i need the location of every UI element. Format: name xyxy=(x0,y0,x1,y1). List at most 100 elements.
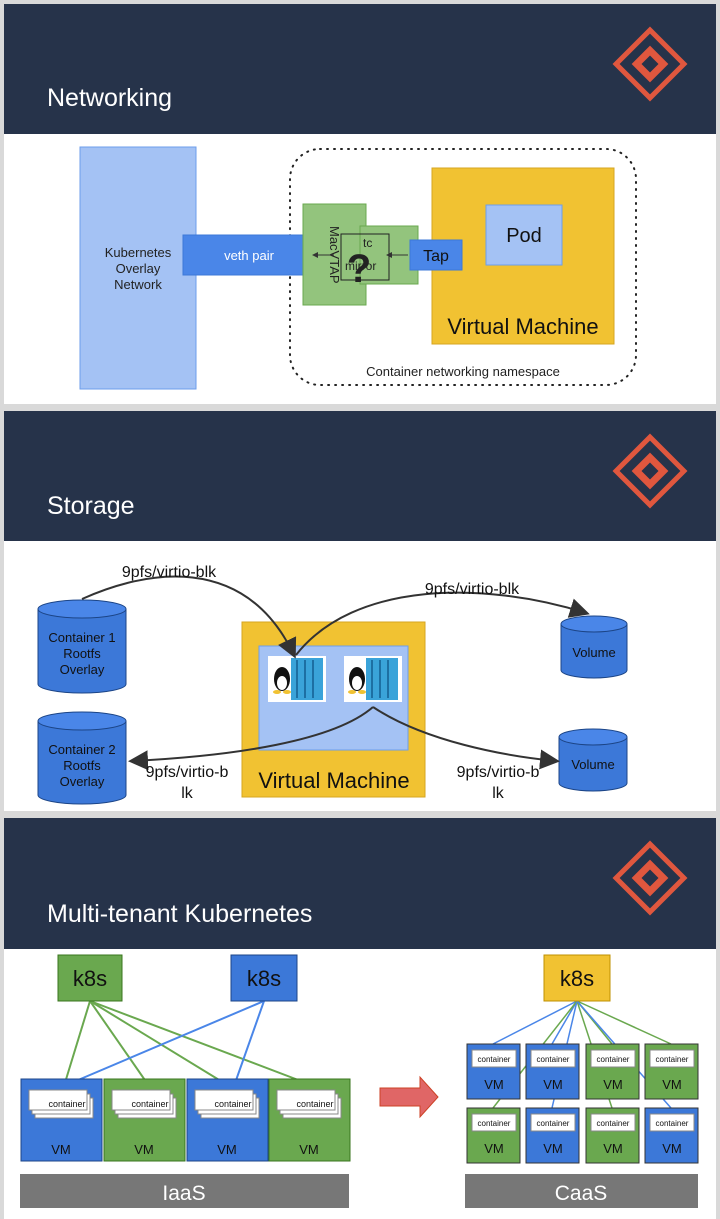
macvtap-label: MacVTAP xyxy=(327,226,342,284)
arrow-label-bottom-left-1: 9pfs/virtio-b xyxy=(146,764,229,781)
veth-pair-label: veth pair xyxy=(224,248,275,263)
k8s-connection-line xyxy=(576,1000,672,1045)
multitenant-title: Multi-tenant Kubernetes xyxy=(47,900,313,928)
container-label: container xyxy=(597,1119,630,1128)
namespace-label: Container networking namespace xyxy=(366,364,560,379)
brand-logo-icon xyxy=(612,26,688,102)
k8s-connection-line xyxy=(89,1000,150,1087)
arrow-label-top-left: 9pfs/virtio-blk xyxy=(122,564,217,581)
storage-slide: Storage Container 1 Rootfs Overlay C xyxy=(4,411,716,811)
container2-label-2: Rootfs xyxy=(63,758,101,773)
tc-mirror-label-1: tc xyxy=(363,236,372,250)
container-card xyxy=(471,1113,517,1132)
vm-label: VM xyxy=(662,1141,682,1156)
container2-label-3: Overlay xyxy=(60,774,105,789)
container-label: container xyxy=(478,1055,511,1064)
arrow-label-bottom-right-1: 9pfs/virtio-b xyxy=(457,764,540,781)
tc-mirror-label-2: mirror xyxy=(345,259,376,273)
container-label: container xyxy=(478,1119,511,1128)
container1-label-3: Overlay xyxy=(60,662,105,677)
vm-label: Virtual Machine xyxy=(447,314,598,339)
networking-title: Networking xyxy=(47,84,173,112)
overlay-network-box xyxy=(79,146,197,390)
vm-label: VM xyxy=(134,1142,154,1157)
container-label: container xyxy=(537,1119,570,1128)
vm-label: VM xyxy=(543,1077,563,1092)
arrow-label-bottom-right-2: lk xyxy=(492,785,505,802)
k8s-connection-line xyxy=(63,1000,265,1087)
volume-top-cylinder xyxy=(560,615,628,679)
networking-slide: Networking Kubernetes Overlay Network Co… xyxy=(4,4,716,404)
container-card xyxy=(590,1049,636,1068)
volume-bottom-label: Volume xyxy=(571,757,614,772)
multitenant-slide: Multi-tenant Kubernetes k8s k8s k8s cont… xyxy=(4,818,716,1219)
container-label: container xyxy=(656,1119,689,1128)
k8s-connection-line xyxy=(492,1000,578,1045)
k8s-connection-line xyxy=(63,1000,91,1087)
iaas-k8s-blue-box xyxy=(230,954,298,1002)
container-label: container xyxy=(131,1099,168,1109)
container1-label-2: Rootfs xyxy=(63,646,101,661)
overlay-network-label-3: Network xyxy=(114,277,162,292)
arrow-macvtap-to-veth-head xyxy=(312,252,318,258)
vm-label: VM xyxy=(484,1141,504,1156)
container-card xyxy=(28,1089,88,1111)
container-card xyxy=(590,1113,636,1132)
caas-label: CaaS xyxy=(555,1182,608,1205)
container-card xyxy=(649,1049,695,1068)
question-mark: ? xyxy=(347,247,371,291)
k8s-connection-line xyxy=(89,1000,230,1087)
iaas-k8s-green-box xyxy=(57,954,123,1002)
overlay-network-label-1: Kubernetes xyxy=(105,245,172,260)
container2-label-1: Container 2 xyxy=(48,742,115,757)
container1-label-1: Container 1 xyxy=(48,630,115,645)
container-card xyxy=(530,1049,576,1068)
linux-container-icon xyxy=(268,656,326,702)
volume-top-label: Volume xyxy=(572,645,615,660)
volume-bottom-cylinder xyxy=(558,728,628,792)
vm-label: VM xyxy=(299,1142,319,1157)
k8s-connection-line xyxy=(551,1000,578,1045)
arrow-vm-to-container2 xyxy=(128,706,374,771)
arrow-tap-to-mirror-head xyxy=(386,252,392,258)
multitenant-header: Multi-tenant Kubernetes xyxy=(4,818,716,949)
container-card xyxy=(111,1089,171,1111)
vm-label: VM xyxy=(217,1142,237,1157)
container-card xyxy=(276,1089,336,1111)
iaas-bar xyxy=(20,1174,349,1208)
k8s-connection-line xyxy=(233,1000,265,1087)
vm-label: VM xyxy=(603,1141,623,1156)
k8s-connection-line xyxy=(89,1000,315,1087)
question-box xyxy=(340,233,390,281)
container-card xyxy=(194,1089,254,1111)
multitenant-diagram: k8s k8s k8s containerVMcontainerVMcontai… xyxy=(20,954,699,1208)
linux-container-icon xyxy=(344,656,402,702)
namespace-boundary xyxy=(289,148,637,386)
arrow-vm-to-volume-bottom xyxy=(372,706,560,770)
storage-header: Storage xyxy=(4,411,716,541)
storage-title: Storage xyxy=(47,492,135,520)
iaas-k8s-green-label: k8s xyxy=(73,966,107,991)
vm-label: VM xyxy=(484,1077,504,1092)
container-label: container xyxy=(48,1099,85,1109)
arrow-label-bottom-left-2: lk xyxy=(181,785,194,802)
brand-logo-icon xyxy=(612,840,688,916)
container-label: container xyxy=(597,1055,630,1064)
tap-box xyxy=(409,239,463,271)
container-label: container xyxy=(214,1099,251,1109)
overlay-network-label-2: Overlay xyxy=(116,261,161,276)
networking-diagram: Kubernetes Overlay Network Container net… xyxy=(79,146,637,390)
networking-header: Networking xyxy=(4,4,716,134)
pod-label: Pod xyxy=(506,225,542,247)
container1-cylinder xyxy=(37,599,127,694)
vm-label: VM xyxy=(543,1141,563,1156)
storage-vm-label: Virtual Machine xyxy=(258,768,409,793)
veth-pair-box xyxy=(182,234,312,276)
iaas-k8s-blue-label: k8s xyxy=(247,966,281,991)
storage-diagram: Container 1 Rootfs Overlay Container 2 R… xyxy=(37,564,628,805)
arrow-vm-to-volume-top xyxy=(295,591,590,656)
vm-label: VM xyxy=(51,1142,71,1157)
vm-label: VM xyxy=(662,1077,682,1092)
brand-logo-icon xyxy=(612,433,688,509)
tap-label: Tap xyxy=(423,248,449,265)
